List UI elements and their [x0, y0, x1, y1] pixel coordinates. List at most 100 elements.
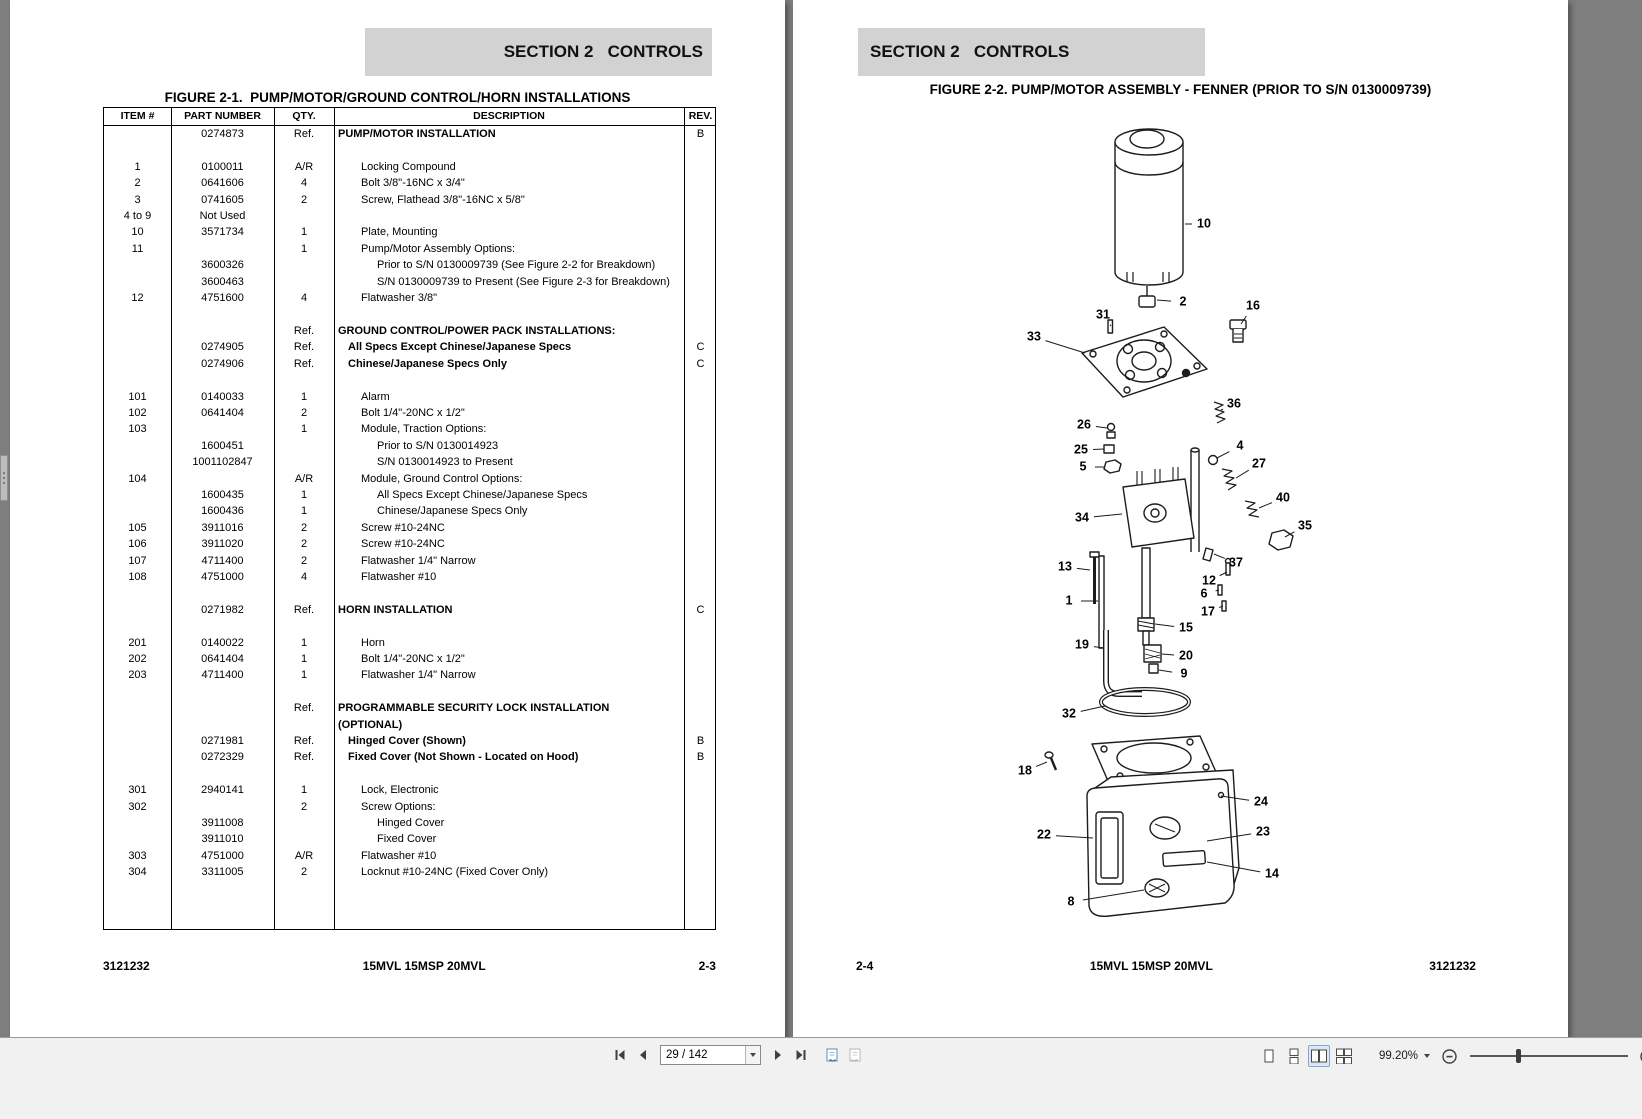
sidebar-splitter-handle[interactable]: [0, 455, 8, 501]
cell-item: [104, 274, 171, 290]
fasteners-right-drawing: [1217, 557, 1232, 612]
parts-table: ITEM # PART NUMBER QTY. DESCRIPTION REV.…: [103, 107, 716, 930]
chevron-down-icon: [1424, 1054, 1430, 1058]
cell-part: 4751000: [201, 570, 244, 583]
cell-rev: [684, 389, 715, 405]
cell-desc: S/N 0130009739 to Present (See Figure 2-…: [377, 275, 670, 288]
cell-qty: [274, 208, 334, 224]
first-page-button[interactable]: [610, 1045, 630, 1065]
footer-page-number: 2-4: [856, 959, 874, 973]
view-zoom-group: 99.20%: [1258, 1045, 1642, 1067]
callout-number: 9: [1181, 666, 1188, 680]
viewer-toolbar: 99.20%: [0, 1037, 1642, 1119]
cell-qty: 2: [300, 800, 308, 813]
table-row: [104, 618, 715, 634]
callout-number: 20: [1179, 648, 1193, 662]
cell-qty: Ref.: [293, 128, 315, 140]
cell-item: [104, 749, 171, 765]
callout-leader-line: [1284, 531, 1295, 538]
cell-desc: Module, Traction Options:: [361, 423, 487, 436]
cell-item: 201: [128, 636, 147, 649]
zoom-slider[interactable]: [1470, 1046, 1628, 1066]
previous-page-button[interactable]: [633, 1045, 653, 1065]
callout-leader-line: [1055, 835, 1094, 839]
cell-item: 10: [131, 226, 144, 239]
cell-part: 0271981: [201, 735, 244, 748]
callout-number: 8: [1068, 894, 1075, 908]
single-page-view-icon: [1264, 1049, 1274, 1063]
zoom-slider-handle[interactable]: [1516, 1049, 1521, 1063]
bolt-13-drawing: [1089, 551, 1100, 604]
last-page-button[interactable]: [791, 1045, 811, 1065]
cell-rev: [684, 618, 715, 634]
next-view-button[interactable]: [845, 1045, 865, 1065]
cell-rev: [684, 536, 715, 552]
cell-qty: 4: [300, 177, 308, 190]
zoom-slider-track[interactable]: [1470, 1055, 1628, 1057]
pump-tube-drawing: [1137, 547, 1162, 674]
cell-part: 0140022: [201, 636, 244, 649]
cell-part: Not Used: [199, 210, 246, 223]
zoom-out-button[interactable]: [1439, 1046, 1459, 1066]
callout-number: 4: [1237, 438, 1244, 452]
header-rev: REV.: [688, 110, 713, 123]
table-row: [104, 306, 715, 322]
zoom-in-button[interactable]: [1637, 1046, 1642, 1066]
suction-tube-drawing: [1103, 630, 1142, 697]
cell-desc: All Specs Except Chinese/Japanese Specs: [348, 341, 572, 354]
table-column-divider: [274, 108, 275, 929]
cell-desc: Hinged Cover (Shown): [348, 735, 466, 748]
callout-number: 15: [1179, 620, 1193, 634]
callout-number: 14: [1265, 866, 1279, 880]
cell-qty: 1: [300, 505, 308, 518]
cell-rev: [684, 553, 715, 569]
plug-35-drawing: [1268, 529, 1294, 551]
table-column-divider: [171, 108, 172, 929]
cell-rev: [684, 503, 715, 519]
cell-qty: [274, 684, 334, 700]
cell-part: [171, 799, 274, 815]
cell-rev: [684, 208, 715, 224]
page-number-dropdown[interactable]: [745, 1046, 760, 1064]
page-number-input[interactable]: [661, 1046, 745, 1064]
cell-qty: 4: [300, 292, 308, 305]
cell-part: 2940141: [201, 784, 244, 797]
cell-part: [171, 700, 274, 733]
cell-desc: Module, Ground Control Options:: [361, 472, 523, 485]
cell-desc: PUMP/MOTOR INSTALLATION: [338, 128, 496, 140]
previous-view-button[interactable]: [822, 1045, 842, 1065]
cell-item: [104, 126, 171, 142]
continuous-view-button[interactable]: [1283, 1045, 1305, 1067]
callout-number: 2: [1180, 294, 1187, 308]
cell-rev: [684, 306, 715, 322]
cell-desc: Flatwasher 1/4" Narrow: [361, 669, 476, 682]
zoom-level-dropdown[interactable]: [1424, 1046, 1430, 1066]
cell-item: 103: [128, 423, 147, 436]
cell-rev: [684, 372, 715, 388]
cell-desc: [334, 372, 684, 388]
callout-leader-line: [1215, 589, 1220, 592]
cell-qty: Ref.: [293, 357, 315, 370]
section-banner-text: SECTION 2 CONTROLS: [503, 42, 703, 61]
cell-rev: [684, 142, 715, 158]
cell-desc: Screw #10-24NC: [361, 521, 445, 534]
callout-leader-line: [1220, 408, 1224, 411]
cell-desc: Prior to S/N 0130014923: [377, 439, 499, 452]
cell-item: 301: [128, 784, 147, 797]
callout-leader-line: [1161, 653, 1175, 656]
two-page-view-button[interactable]: [1308, 1045, 1330, 1067]
cell-item: [104, 766, 171, 782]
two-page-continuous-view-button[interactable]: [1333, 1045, 1355, 1067]
cell-qty: Ref.: [293, 324, 315, 337]
cell-qty: [274, 766, 334, 782]
cell-part: 0100011: [201, 160, 244, 173]
callout-number: 35: [1298, 518, 1312, 532]
next-page-button[interactable]: [768, 1045, 788, 1065]
single-page-view-button[interactable]: [1258, 1045, 1280, 1067]
cell-part: 0741605: [201, 193, 244, 206]
